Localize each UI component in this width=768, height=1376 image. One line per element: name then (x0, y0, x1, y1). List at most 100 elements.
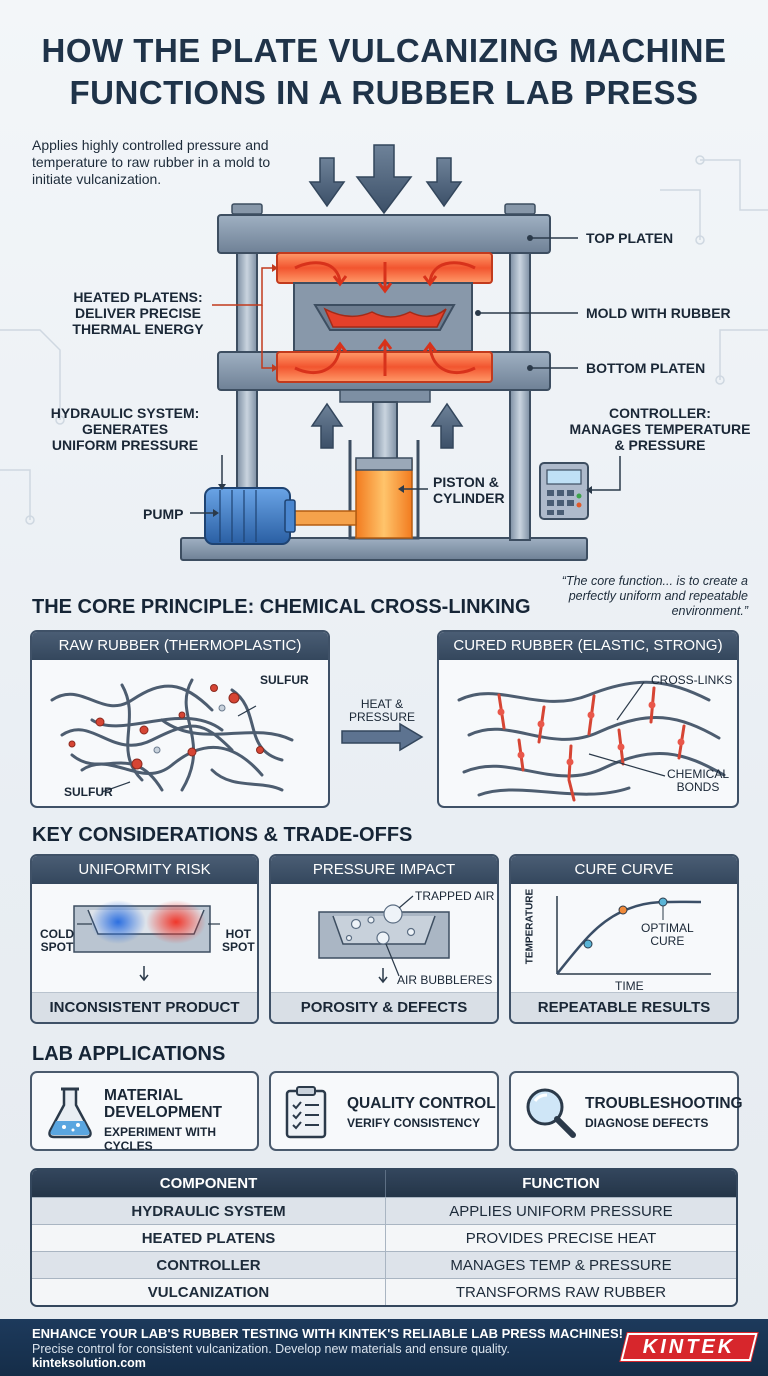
heat-pressure-label-2: PRESSURE (348, 710, 416, 724)
application-title-quality: QUALITY CONTROL (347, 1095, 496, 1112)
air-bubble-mold-illustration (318, 895, 450, 984)
label-bottom-platen: BOTTOM PLATEN (586, 360, 706, 376)
uniformity-risk-footer: INCONSISTENT PRODUCT (32, 992, 257, 1022)
label-top-platen: TOP PLATEN (586, 230, 674, 246)
label-hydraulic-3: UNIFORM PRESSURE (51, 437, 199, 453)
table-header-row: COMPONENT FUNCTION (32, 1170, 736, 1197)
label-pump: PUMP (143, 506, 184, 522)
label-hydraulic-system: HYDRAULIC SYSTEM: GENERATES UNIFORM PRES… (30, 405, 220, 453)
footer-tagline: Precise control for consistent vulcaniza… (32, 1342, 510, 1356)
table-cell-function: APPLIES UNIFORM PRESSURE (386, 1197, 736, 1224)
application-title-troubleshooting: TROUBLESHOOTING (585, 1095, 743, 1112)
label-cold-spot: COLD SPOT (40, 928, 74, 954)
kintek-logo-text: KINTEK (642, 1336, 736, 1358)
label-chemical-bonds: CHEMICAL BONDS (667, 768, 729, 794)
heat-flow-arrows (294, 261, 476, 376)
cure-curve-panel: CURE CURVE TEMPERATURE TIME OPTIMAL CURE… (509, 854, 739, 1024)
uniformity-risk-title: UNIFORMITY RISK (32, 856, 257, 884)
label-controller-2: MANAGES TEMPERATURE (569, 421, 751, 437)
table-cell-component: HYDRAULIC SYSTEM (32, 1197, 386, 1224)
cure-curve-xlabel: TIME (615, 979, 644, 993)
label-air-bubbles: AIR BUBBLERES (397, 973, 493, 987)
label-heated-platens-3: THERMAL ENERGY (72, 321, 204, 337)
table-row: VULCANIZATION TRANSFORMS RAW RUBBER (32, 1278, 736, 1305)
label-controller-1: CONTROLLER: (609, 405, 711, 421)
intro-text: Applies highly controlled pressure and t… (32, 137, 271, 187)
cured-rubber-network-illustration (457, 680, 726, 802)
label-piston-2: CYLINDER (433, 490, 505, 506)
label-sulfur-1: SULFUR (260, 673, 309, 687)
label-optimal-cure: OPTIMAL CURE (641, 922, 694, 948)
magnifier-icon (526, 1088, 576, 1138)
raw-rubber-title: RAW RUBBER (THERMOPLASTIC) (32, 632, 328, 660)
cure-curve-graph (556, 896, 711, 975)
table-header-function: FUNCTION (386, 1170, 736, 1197)
cure-curve-ylabel-wrap: TEMPERATURE (517, 886, 537, 968)
label-piston-1: PISTON & (433, 474, 499, 490)
label-heated-platens-1: HEATED PLATENS: (73, 289, 203, 305)
footer-headline: ENHANCE YOUR LAB'S RUBBER TESTING WITH K… (32, 1326, 623, 1341)
heat-pressure-label-1: HEAT & (360, 697, 404, 711)
pressure-impact-title: PRESSURE IMPACT (271, 856, 497, 884)
table-row: CONTROLLER MANAGES TEMP & PRESSURE (32, 1251, 736, 1278)
application-title-material: MATERIAL DEVELOPMENT (104, 1087, 222, 1121)
raw-rubber-panel: RAW RUBBER (THERMOPLASTIC) SULFUR SULFUR (30, 630, 330, 808)
label-optimal-cure-1: OPTIMAL (641, 921, 694, 935)
table-cell-component: CONTROLLER (32, 1251, 386, 1278)
label-hydraulic-2: GENERATES (81, 421, 169, 437)
table-header-component: COMPONENT (32, 1170, 386, 1197)
cured-rubber-title: CURED RUBBER (ELASTIC, STRONG) (439, 632, 737, 660)
label-chemical-bonds-1: CHEMICAL (667, 767, 730, 781)
component-function-table: COMPONENT FUNCTION HYDRAULIC SYSTEM APPL… (30, 1168, 738, 1307)
label-heated-platens-2: DELIVER PRECISE (74, 305, 202, 321)
considerations-heading: KEY CONSIDERATIONS & TRADE-OFFS (32, 824, 413, 846)
uniformity-risk-panel: UNIFORMITY RISK COLD SPOT HOT SPOT INCON… (30, 854, 259, 1024)
application-title-material-2: DEVELOPMENT (104, 1104, 222, 1121)
table-cell-component: VULCANIZATION (32, 1278, 386, 1305)
label-optimal-cure-2: CURE (650, 934, 685, 948)
table-cell-function: MANAGES TEMP & PRESSURE (386, 1251, 736, 1278)
table-cell-function: TRANSFORMS RAW RUBBER (386, 1278, 736, 1305)
top-pressure-arrows (308, 144, 463, 215)
uniformity-mold-illustration (73, 900, 220, 982)
label-sulfur-2: SULFUR (64, 785, 113, 799)
table-cell-function: PROVIDES PRECISE HEAT (386, 1224, 736, 1251)
footer-banner: ENHANCE YOUR LAB'S RUBBER TESTING WITH K… (0, 1319, 768, 1376)
label-mold: MOLD WITH RUBBER (586, 305, 731, 321)
heat-pressure-label: HEAT & PRESSURE (340, 698, 424, 724)
cure-curve-title: CURE CURVE (511, 856, 737, 884)
page-title: HOW THE PLATE VULCANIZING MACHINE FUNCTI… (0, 30, 768, 114)
kintek-logo[interactable]: KINTEK (620, 1333, 758, 1361)
bottom-pressure-arrows (310, 402, 464, 449)
label-hot-spot: HOT SPOT (222, 928, 255, 954)
label-cold-spot-2: SPOT (40, 940, 74, 954)
application-quality-control: QUALITY CONTROL VERIFY CONSISTENCY (269, 1071, 499, 1151)
cure-curve-footer: REPEATABLE RESULTS (511, 992, 737, 1022)
application-troubleshooting: TROUBLESHOOTING DIAGNOSE DEFECTS (509, 1071, 743, 1151)
table-row: HEATED PLATENS PROVIDES PRECISE HEAT (32, 1224, 736, 1251)
label-trapped-air: TRAPPED AIR (415, 889, 495, 903)
flask-icon (48, 1087, 92, 1139)
label-cross-links: CROSS-LINKS (651, 673, 733, 687)
application-sub-material: EXPERIMENT WITH CYCLES (104, 1125, 217, 1153)
label-chemical-bonds-2: BONDS (676, 780, 720, 794)
transform-arrow-icon (341, 722, 424, 752)
title-line-2: FUNCTIONS IN A RUBBER LAB PRESS (69, 74, 699, 111)
core-function-quote: “The core function... is to create a per… (561, 574, 748, 618)
label-hot-spot-2: SPOT (222, 940, 255, 954)
table-cell-component: HEATED PLATENS (32, 1224, 386, 1251)
footer-website-link[interactable]: kinteksolution.com (32, 1356, 146, 1370)
raw-rubber-chains-illustration (50, 678, 294, 793)
table-row: HYDRAULIC SYSTEM APPLIES UNIFORM PRESSUR… (32, 1197, 736, 1224)
title-line-1: HOW THE PLATE VULCANIZING MACHINE (41, 32, 727, 69)
pressure-impact-panel: PRESSURE IMPACT TRAPPED AIR AIR BUBBLERE… (269, 854, 499, 1024)
application-title-material-1: MATERIAL (104, 1087, 183, 1104)
application-sub-quality: VERIFY CONSISTENCY (347, 1116, 481, 1130)
cured-rubber-panel: CURED RUBBER (ELASTIC, STRONG) CROSS-LIN… (437, 630, 739, 808)
label-hydraulic-1: HYDRAULIC SYSTEM: (50, 405, 200, 421)
pressure-impact-footer: POROSITY & DEFECTS (271, 992, 497, 1022)
press-machine-diagram (0, 144, 768, 561)
cure-curve-ylabel: TEMPERATURE (524, 888, 536, 965)
clipboard-checklist-icon (285, 1086, 327, 1139)
application-material-development: MATERIAL DEVELOPMENT EXPERIMENT WITH CYC… (30, 1071, 259, 1153)
